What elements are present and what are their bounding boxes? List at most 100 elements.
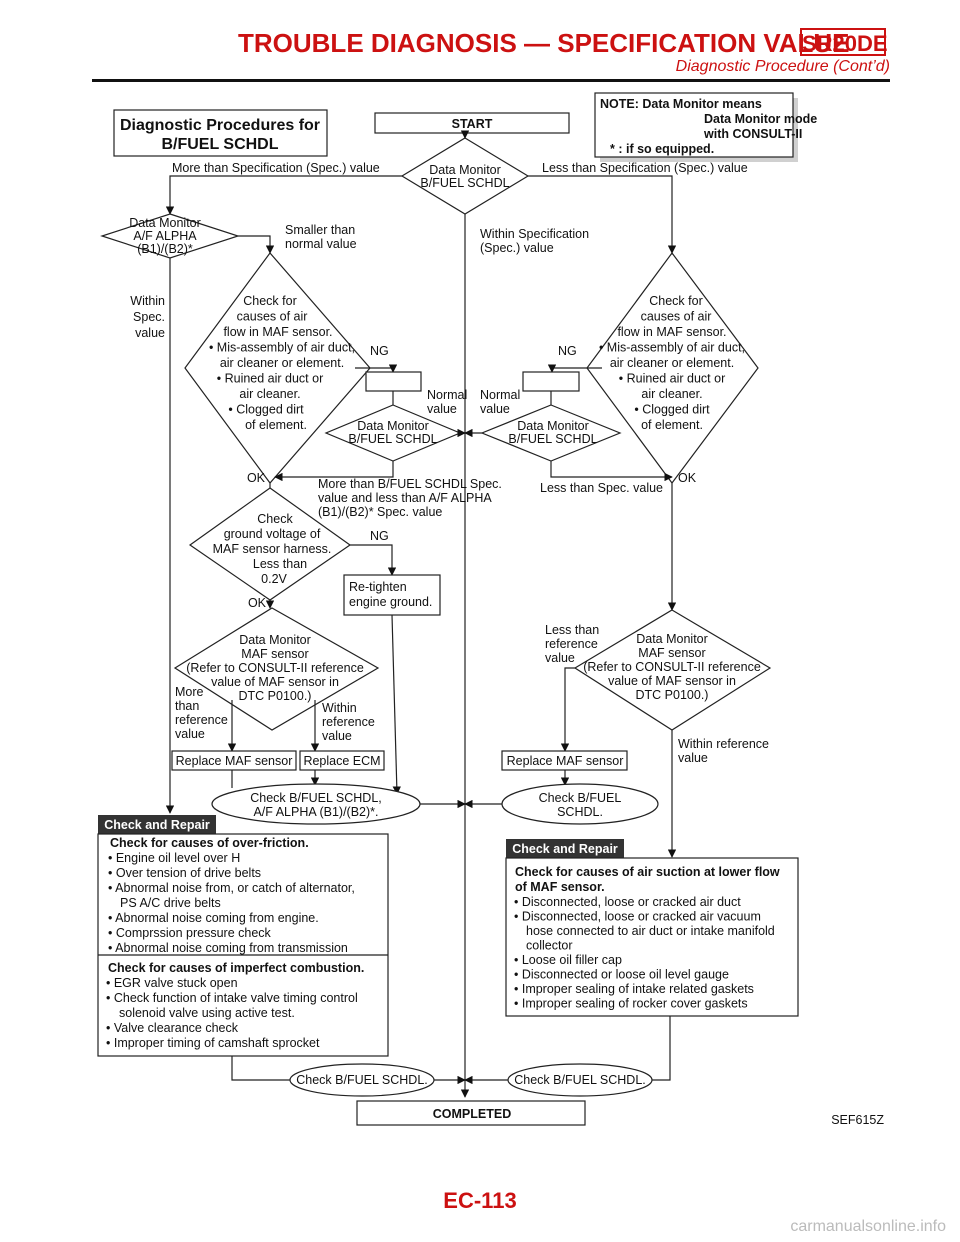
normal-right-line: Normal [480, 388, 520, 402]
d1-line: Data Monitor [429, 163, 501, 177]
maf_left-line: Check for [243, 294, 297, 308]
figure-id: SEF615Z [831, 1113, 884, 1127]
d2_down-line: value [135, 326, 165, 340]
d1_right-line: Less than Specification (Spec.) value [542, 161, 748, 175]
fig_id-line: SEF615Z [831, 1113, 884, 1127]
start-line: START [452, 117, 493, 131]
ok-right-line: OK [678, 471, 697, 485]
start-label: START [452, 117, 493, 131]
maf_mon_left-line: MAF sensor [241, 647, 308, 661]
suction_items-line: • Disconnected, loose or cracked air duc… [514, 895, 741, 909]
maf_mon_right-line: value of MAF sensor in [608, 674, 736, 688]
replace-maf-left-line: Replace MAF sensor [176, 754, 293, 768]
reference-branch-labels: MorethanreferencevalueWithinreferenceval… [175, 623, 769, 765]
note-line: with CONSULT-II [703, 127, 802, 141]
replace-box-labels: Replace MAF sensor Replace ECM Replace MAF… [176, 754, 624, 768]
friction_title-line: Check for causes of over-friction. [110, 836, 309, 850]
retighten-line: engine ground. [349, 595, 432, 609]
friction_items-line: • Abnormal noise coming from transmissio… [108, 941, 348, 955]
d3-right-line: B/FUEL SCHDL [508, 432, 597, 446]
d2-line: (B1)/(B2)* [137, 242, 193, 256]
ng-right-line: NG [558, 344, 577, 358]
suction_items-line: • Improper sealing of rocker cover gaske… [514, 997, 748, 1011]
engine-code-badge: SR20DE [800, 28, 888, 56]
maf_left-line: air cleaner or element. [220, 356, 344, 370]
note-line: * : if so equipped. [610, 142, 714, 156]
check-repair-box-left [97, 833, 389, 1057]
suction_items-line: collector [526, 939, 573, 953]
check_bfs_aa-line: A/F ALPHA (B1)/(B2)*. [253, 805, 378, 819]
page-subtitle: Diagnostic Procedure (Cont’d) [675, 58, 890, 75]
suction_items-line: • Loose oil filler cap [514, 953, 622, 967]
maf_left-line: • Clogged dirt [228, 403, 304, 417]
check-and-repair-tag-left [98, 815, 216, 834]
check-bottom-labels: Check B/FUEL SCHDL.Check B/FUEL SCHDL. [296, 1073, 646, 1087]
maf_left-line: causes of air [237, 310, 308, 324]
d3-left-line: B/FUEL SCHDL [348, 432, 437, 446]
maf_right-line: • Clogged dirt [634, 403, 710, 417]
watermark: carmanualsonline.info [790, 1218, 946, 1235]
maf_left-line: air cleaner. [239, 387, 300, 401]
suction_items-line: • Disconnected or loose oil level gauge [514, 968, 729, 982]
gnd-line: 0.2V [261, 572, 287, 586]
start-box [374, 112, 570, 134]
within_ref_right-line: Within reference [678, 737, 769, 751]
replace_ecm-line: Replace ECM [303, 754, 380, 768]
d2_down-line: Within [130, 294, 165, 308]
check-and-repair-tag-right [506, 839, 624, 858]
title_box-line: Diagnostic Procedures for [120, 117, 320, 134]
edge-d1-left [165, 175, 402, 215]
maf_left-line: • Mis-assembly of air duct, [209, 341, 355, 355]
friction_items-line: • Abnormal noise from, or catch of alter… [108, 881, 355, 895]
d1-line: B/FUEL SCHDL [420, 176, 509, 190]
d3_left-line: value and less than A/F ALPHA [318, 491, 492, 505]
d3_left-line: More than B/FUEL SCHDL Spec. [318, 477, 502, 491]
check_bfs_2line-line: SCHDL. [557, 805, 603, 819]
retighten-line: Re-tighten [349, 580, 407, 594]
replace-maf-right-line: Replace MAF sensor [507, 754, 624, 768]
check-ellipse-labels: Check B/FUEL SCHDL,A/F ALPHA (B1)/(B2)*.… [250, 791, 621, 819]
maf_mon_right-line: DTC P0100.) [636, 688, 709, 702]
more_than_ref-line: More [175, 685, 204, 699]
friction_items-line: • Comprssion pressure check [108, 926, 272, 940]
edge-d1-right [528, 175, 677, 254]
combustion_items-line: solenoid valve using active test. [119, 1006, 295, 1020]
d2-line: A/F ALPHA [133, 229, 197, 243]
suction_items-line: hose connected to air duct or intake man… [526, 924, 775, 938]
d3_left-line: (B1)/(B2)* Spec. value [318, 505, 442, 519]
gnd-line: MAF sensor harness. [213, 542, 332, 556]
suction_title-line: of MAF sensor. [515, 880, 605, 894]
normal-left-line: Normal [427, 388, 467, 402]
completed-box [356, 1100, 586, 1126]
d3-left-line: Data Monitor [357, 419, 429, 433]
maf_left-line: flow in MAF sensor. [223, 325, 332, 339]
check_bfs_2line-line: Check B/FUEL [539, 791, 622, 805]
completed-label: COMPLETED [433, 1107, 511, 1121]
maf_left-line: • Ruined air duct or [217, 372, 324, 386]
maf_mon_right-line: Data Monitor [636, 632, 708, 646]
d1_left-line: More than Specification (Spec.) value [172, 161, 380, 175]
check-bfs-bottom-right-line: Check B/FUEL SCHDL. [514, 1073, 646, 1087]
d1_down-line: (Spec.) value [480, 241, 554, 255]
page-number: EC-113 [443, 1188, 517, 1213]
more_than_ref-line: reference [175, 713, 228, 727]
maf_mon_right-line: MAF sensor [638, 646, 705, 660]
gnd-line: Less than [253, 557, 307, 571]
check-and-repair-right-line: Check and Repair [512, 842, 618, 856]
combustion_items-line: • Improper timing of camshaft sprocket [106, 1036, 320, 1050]
maf_right-line: • Ruined air duct or [619, 372, 726, 386]
title_box-line: B/FUEL SCHDL [161, 136, 278, 153]
less_than_ref-line: reference [545, 637, 598, 651]
less_than_ref-line: value [545, 651, 575, 665]
header-rule [92, 79, 890, 82]
ok-left-line: OK [247, 471, 266, 485]
